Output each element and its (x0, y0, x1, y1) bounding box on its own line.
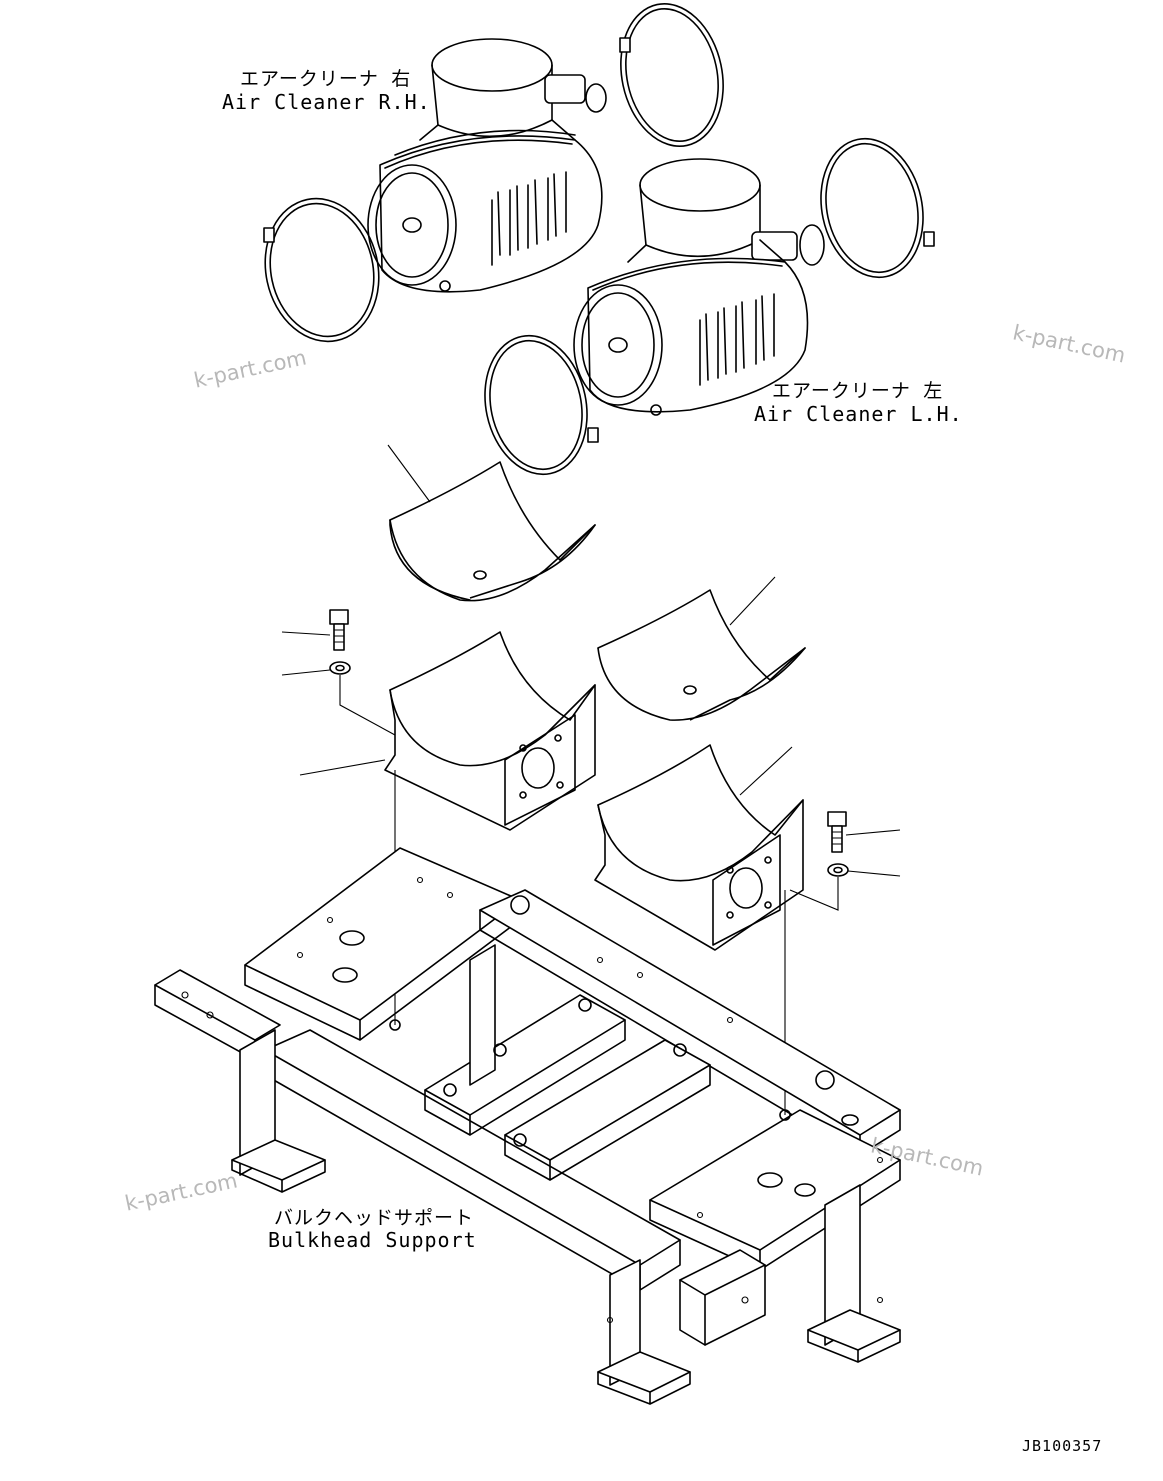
saddle-pad-2 (597, 576, 806, 721)
bolt-left (281, 609, 349, 651)
air-cleaner-lh (573, 158, 825, 416)
bulkhead-support-label-en: Bulkhead Support (268, 1228, 477, 1252)
bulkhead-support-label-jp: バルクヘッドサポート (274, 1207, 475, 1229)
air-cleaner-rh-label-jp: エアークリーナ 右 (240, 68, 412, 90)
bolt-right (827, 811, 901, 853)
washer-right (789, 863, 901, 911)
clamp-band-rh-rear (619, 3, 724, 147)
washer-left (281, 661, 396, 736)
clamp-band-lh-front (484, 334, 599, 476)
air-cleaner-rh-label-en: Air Cleaner R.H. (222, 90, 431, 114)
bracket-1 (299, 631, 596, 831)
air-cleaner-lh-label-en: Air Cleaner L.H. (754, 402, 963, 426)
saddle-pad-1 (387, 444, 596, 602)
clamp-band-lh-rear (820, 137, 935, 279)
bracket-2 (594, 744, 804, 951)
air-cleaner-rh (367, 38, 607, 293)
clamp-band-rh-front (263, 197, 380, 343)
bulkhead-support-frame (154, 847, 901, 1405)
drawing-code: JB100357 (1022, 1437, 1103, 1455)
air-cleaner-lh-label-jp: エアークリーナ 左 (772, 380, 944, 402)
